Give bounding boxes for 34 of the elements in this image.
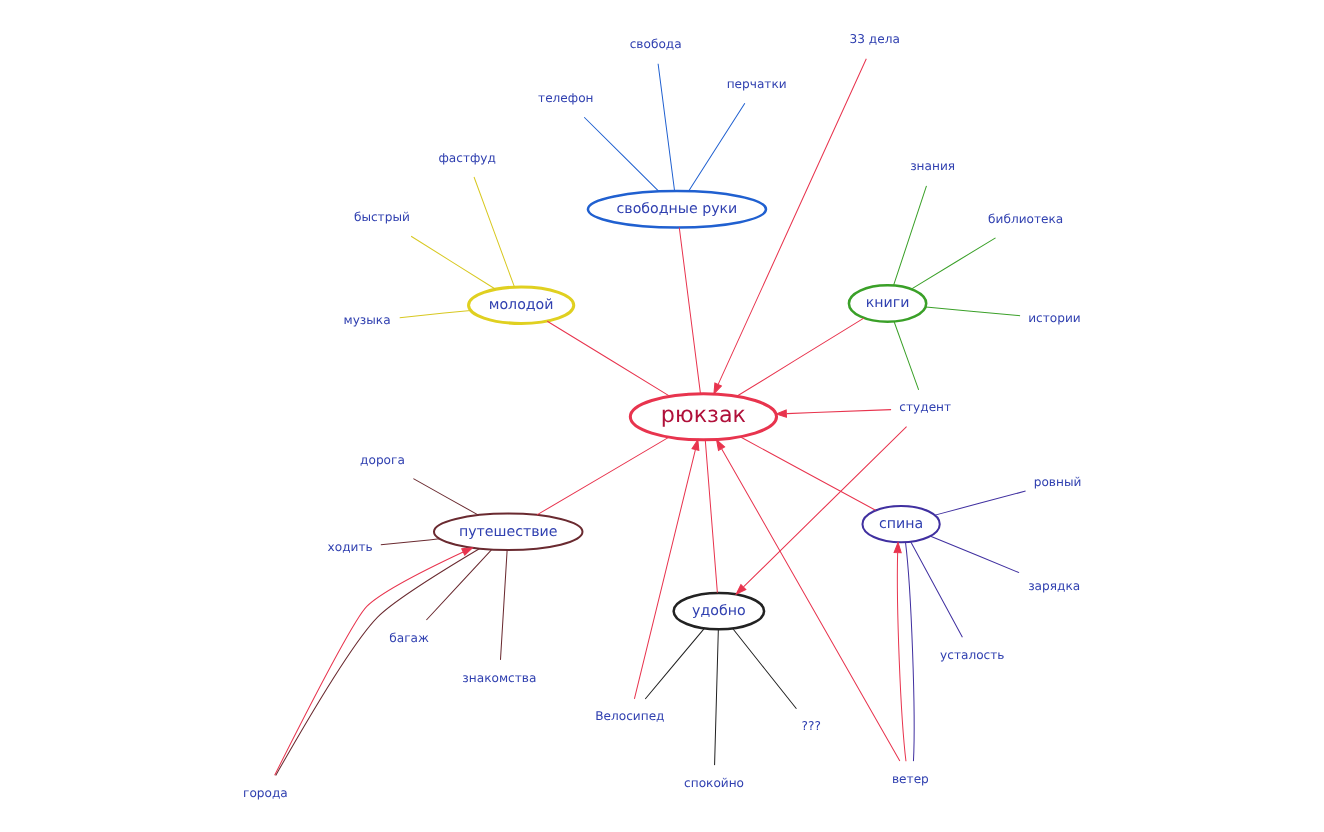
connector <box>410 234 497 289</box>
arrow <box>633 437 700 699</box>
arrow <box>713 57 867 395</box>
connector <box>930 534 1020 573</box>
connector <box>732 627 797 709</box>
connector <box>678 226 701 394</box>
connector <box>910 540 963 637</box>
connector <box>499 548 508 660</box>
connector <box>546 319 671 396</box>
arrow <box>774 408 892 417</box>
connector <box>688 101 746 191</box>
connector <box>657 62 676 191</box>
connector <box>736 316 865 396</box>
arrow <box>715 437 901 761</box>
connector <box>893 184 927 285</box>
connector <box>412 477 479 515</box>
arrow <box>893 539 907 761</box>
connector <box>583 115 660 191</box>
connector <box>739 435 877 510</box>
connector <box>925 305 1021 316</box>
connector <box>380 537 440 545</box>
connector <box>399 308 472 318</box>
connector <box>644 627 705 699</box>
connector <box>934 489 1027 515</box>
connector <box>714 628 719 765</box>
connector <box>425 548 492 620</box>
connector <box>704 438 718 593</box>
arrow <box>735 425 908 595</box>
connector <box>893 320 920 390</box>
connector <box>905 540 915 761</box>
connector <box>536 435 670 515</box>
connector <box>473 175 515 287</box>
node-ellipse: рюкзак <box>628 391 779 441</box>
connector <box>910 236 997 289</box>
